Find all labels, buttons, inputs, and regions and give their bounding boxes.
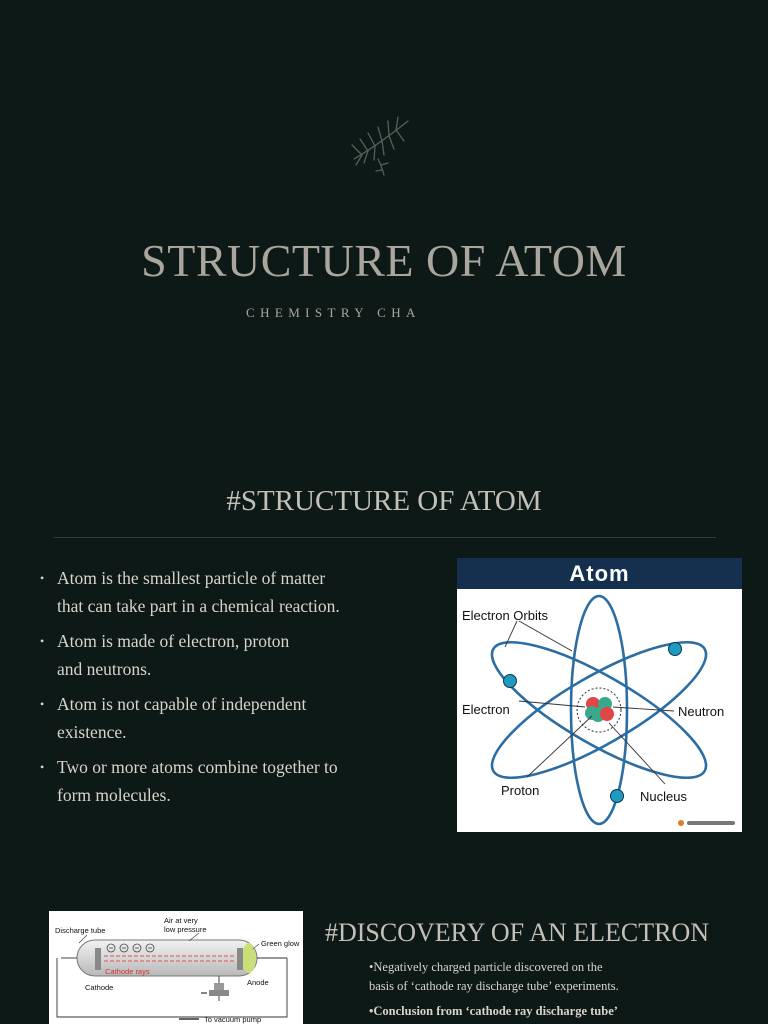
conclusion-heading: •Conclusion from ‘cathode ray discharge … (369, 1004, 618, 1018)
slide-subtitle: CHEMISTRY CHA (246, 305, 421, 320)
section-title: #STRUCTURE OF ATOM (226, 485, 542, 517)
title-slide: STRUCTURE OF ATOM CHEMISTRY CHA (0, 0, 768, 440)
atom-diagram-heading: Atom (457, 558, 742, 589)
label-anode: Anode (247, 978, 269, 987)
electron-discovery-slide: Discharge tube Air at very low pressure … (0, 880, 768, 1024)
atom-illustration: Electron Orbits Electron Neutron Proton … (462, 594, 735, 826)
body-paragraph: •Negatively charged particle discovered … (369, 960, 619, 993)
label-cathode-rays: Cathode rays (105, 967, 150, 976)
label-neutron: Neutron (678, 704, 724, 719)
label-nucleus: Nucleus (640, 789, 687, 804)
label-electron-orbits: Electron Orbits (462, 608, 548, 623)
label-vacuum-pump: To vacuum pump (204, 1015, 261, 1024)
label-air: Air at very (164, 916, 198, 925)
label-proton: Proton (501, 783, 539, 798)
label-cathode: Cathode (85, 983, 113, 992)
label-green-glow: Green glow (261, 939, 300, 948)
structure-slide: #STRUCTURE OF ATOM •Atom is the smallest… (0, 440, 768, 880)
section-title: #DISCOVERY OF AN ELECTRON (325, 918, 710, 947)
label-air-2: low pressure (164, 925, 207, 934)
pine-sprig-icon (351, 116, 409, 176)
label-electron: Electron (462, 702, 510, 717)
title-divider (54, 537, 716, 538)
cathode-ray-tube-diagram: Discharge tube Air at very low pressure … (49, 911, 303, 1024)
slide-title: STRUCTURE OF ATOM (141, 235, 627, 286)
label-discharge-tube: Discharge tube (55, 926, 105, 935)
bullet-item: •Atom is the smallest particle of matter… (40, 568, 340, 616)
bullet-list: •Atom is the smallest particle of matter… (40, 564, 420, 816)
nucleus (585, 697, 614, 722)
atom-diagram: Atom (457, 558, 742, 832)
sciencefacts-logo (678, 820, 735, 826)
